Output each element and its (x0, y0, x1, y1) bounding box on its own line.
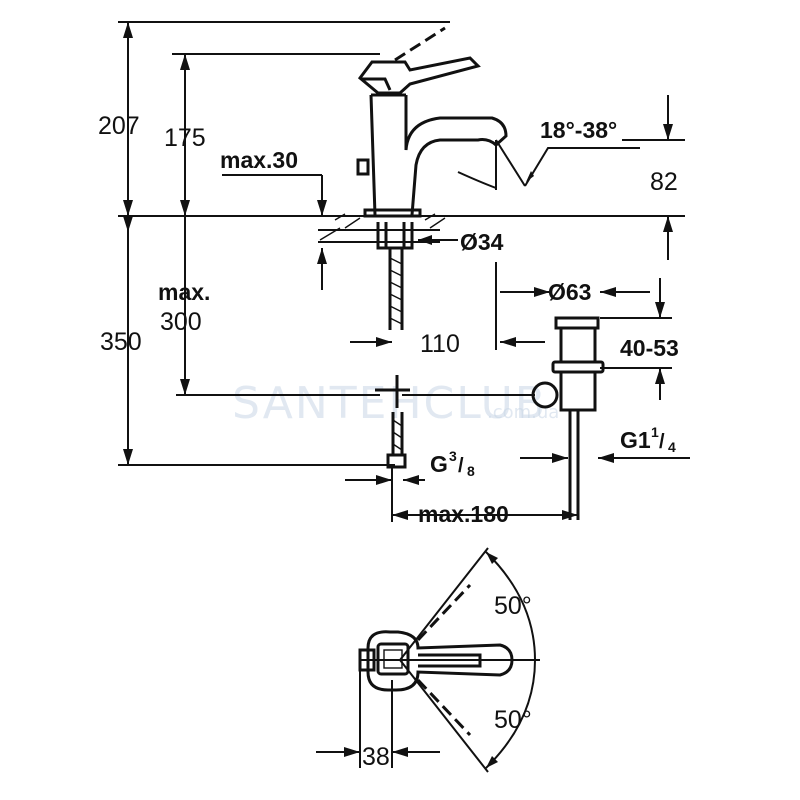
waste-nut (551, 360, 605, 374)
dimension-labels: 207 175 max.30 18°-38° 82 Ø34 max. 300 3… (98, 112, 679, 771)
label-g114-num: 1 (651, 424, 659, 440)
plan-view (316, 547, 540, 773)
faucet-elevation (118, 26, 685, 520)
label-207: 207 (98, 112, 140, 140)
angle-line-up (399, 547, 489, 661)
label-175: 175 (164, 124, 206, 152)
label-34: Ø34 (460, 229, 504, 255)
plan-lever (418, 653, 482, 668)
popup-rod-knob (356, 158, 370, 176)
spout-angle-lines (495, 139, 526, 190)
fixing-shank (384, 222, 406, 248)
base-flange (363, 208, 422, 218)
supply-hose-lower (391, 412, 404, 455)
fixing-nut (376, 222, 414, 250)
svg-text:/: / (659, 431, 665, 453)
label-g38-den: 8 (467, 463, 475, 479)
plan-lever-rotated-down (416, 678, 472, 737)
label-angle-bottom: 50° (494, 706, 532, 734)
label-max: max. (158, 279, 210, 305)
waste-tail (568, 410, 580, 520)
supply-hose (388, 248, 404, 330)
label-110: 110 (420, 330, 460, 358)
label-63: Ø63 (548, 279, 591, 305)
label-g38: G 3 / 8 (430, 448, 475, 479)
label-max30: max.30 (220, 147, 298, 173)
label-82: 82 (650, 168, 678, 196)
waste-assembly (531, 316, 605, 520)
plan-rod (358, 648, 376, 672)
handle-raised-dashed (394, 26, 446, 62)
plan-body (366, 630, 514, 692)
hose-braid (389, 257, 403, 325)
popup-pivot (531, 381, 559, 409)
angle-leader (524, 147, 640, 187)
dimension-lines (118, 21, 690, 522)
label-g114: G1 1 / 4 (620, 424, 676, 455)
label-max180: max.180 (418, 501, 509, 527)
label-g38-num: 3 (449, 448, 457, 464)
label-g114-main: G1 (620, 427, 651, 453)
label-spout-angle: 18°-38° (540, 117, 617, 143)
label-4053: 40-53 (620, 335, 679, 361)
handle-detail (362, 77, 392, 91)
label-angle-top: 50° (494, 592, 532, 620)
angle-arc-up (485, 551, 536, 661)
supply-connector (386, 453, 407, 469)
label-38: 38 (362, 743, 390, 771)
waste-flange (554, 316, 600, 330)
faucet-body (369, 94, 508, 216)
label-g114-den: 4 (668, 439, 676, 455)
plan-lever-rotated-up (416, 583, 472, 642)
svg-text:/: / (458, 455, 464, 477)
handle (357, 56, 481, 95)
spout-angle-arc (457, 171, 497, 189)
angle-line-down (399, 659, 489, 773)
angle-arc-down (485, 659, 536, 769)
watermark-brand: SANTEHCLUB (232, 378, 547, 429)
label-350: 350 (100, 328, 142, 356)
label-300: 300 (160, 308, 202, 336)
watermark: SANTEHCLUB .com.ua (232, 378, 559, 429)
hose-break (375, 375, 410, 408)
plan-handle-square (376, 642, 410, 676)
label-g38-main: G (430, 451, 448, 477)
